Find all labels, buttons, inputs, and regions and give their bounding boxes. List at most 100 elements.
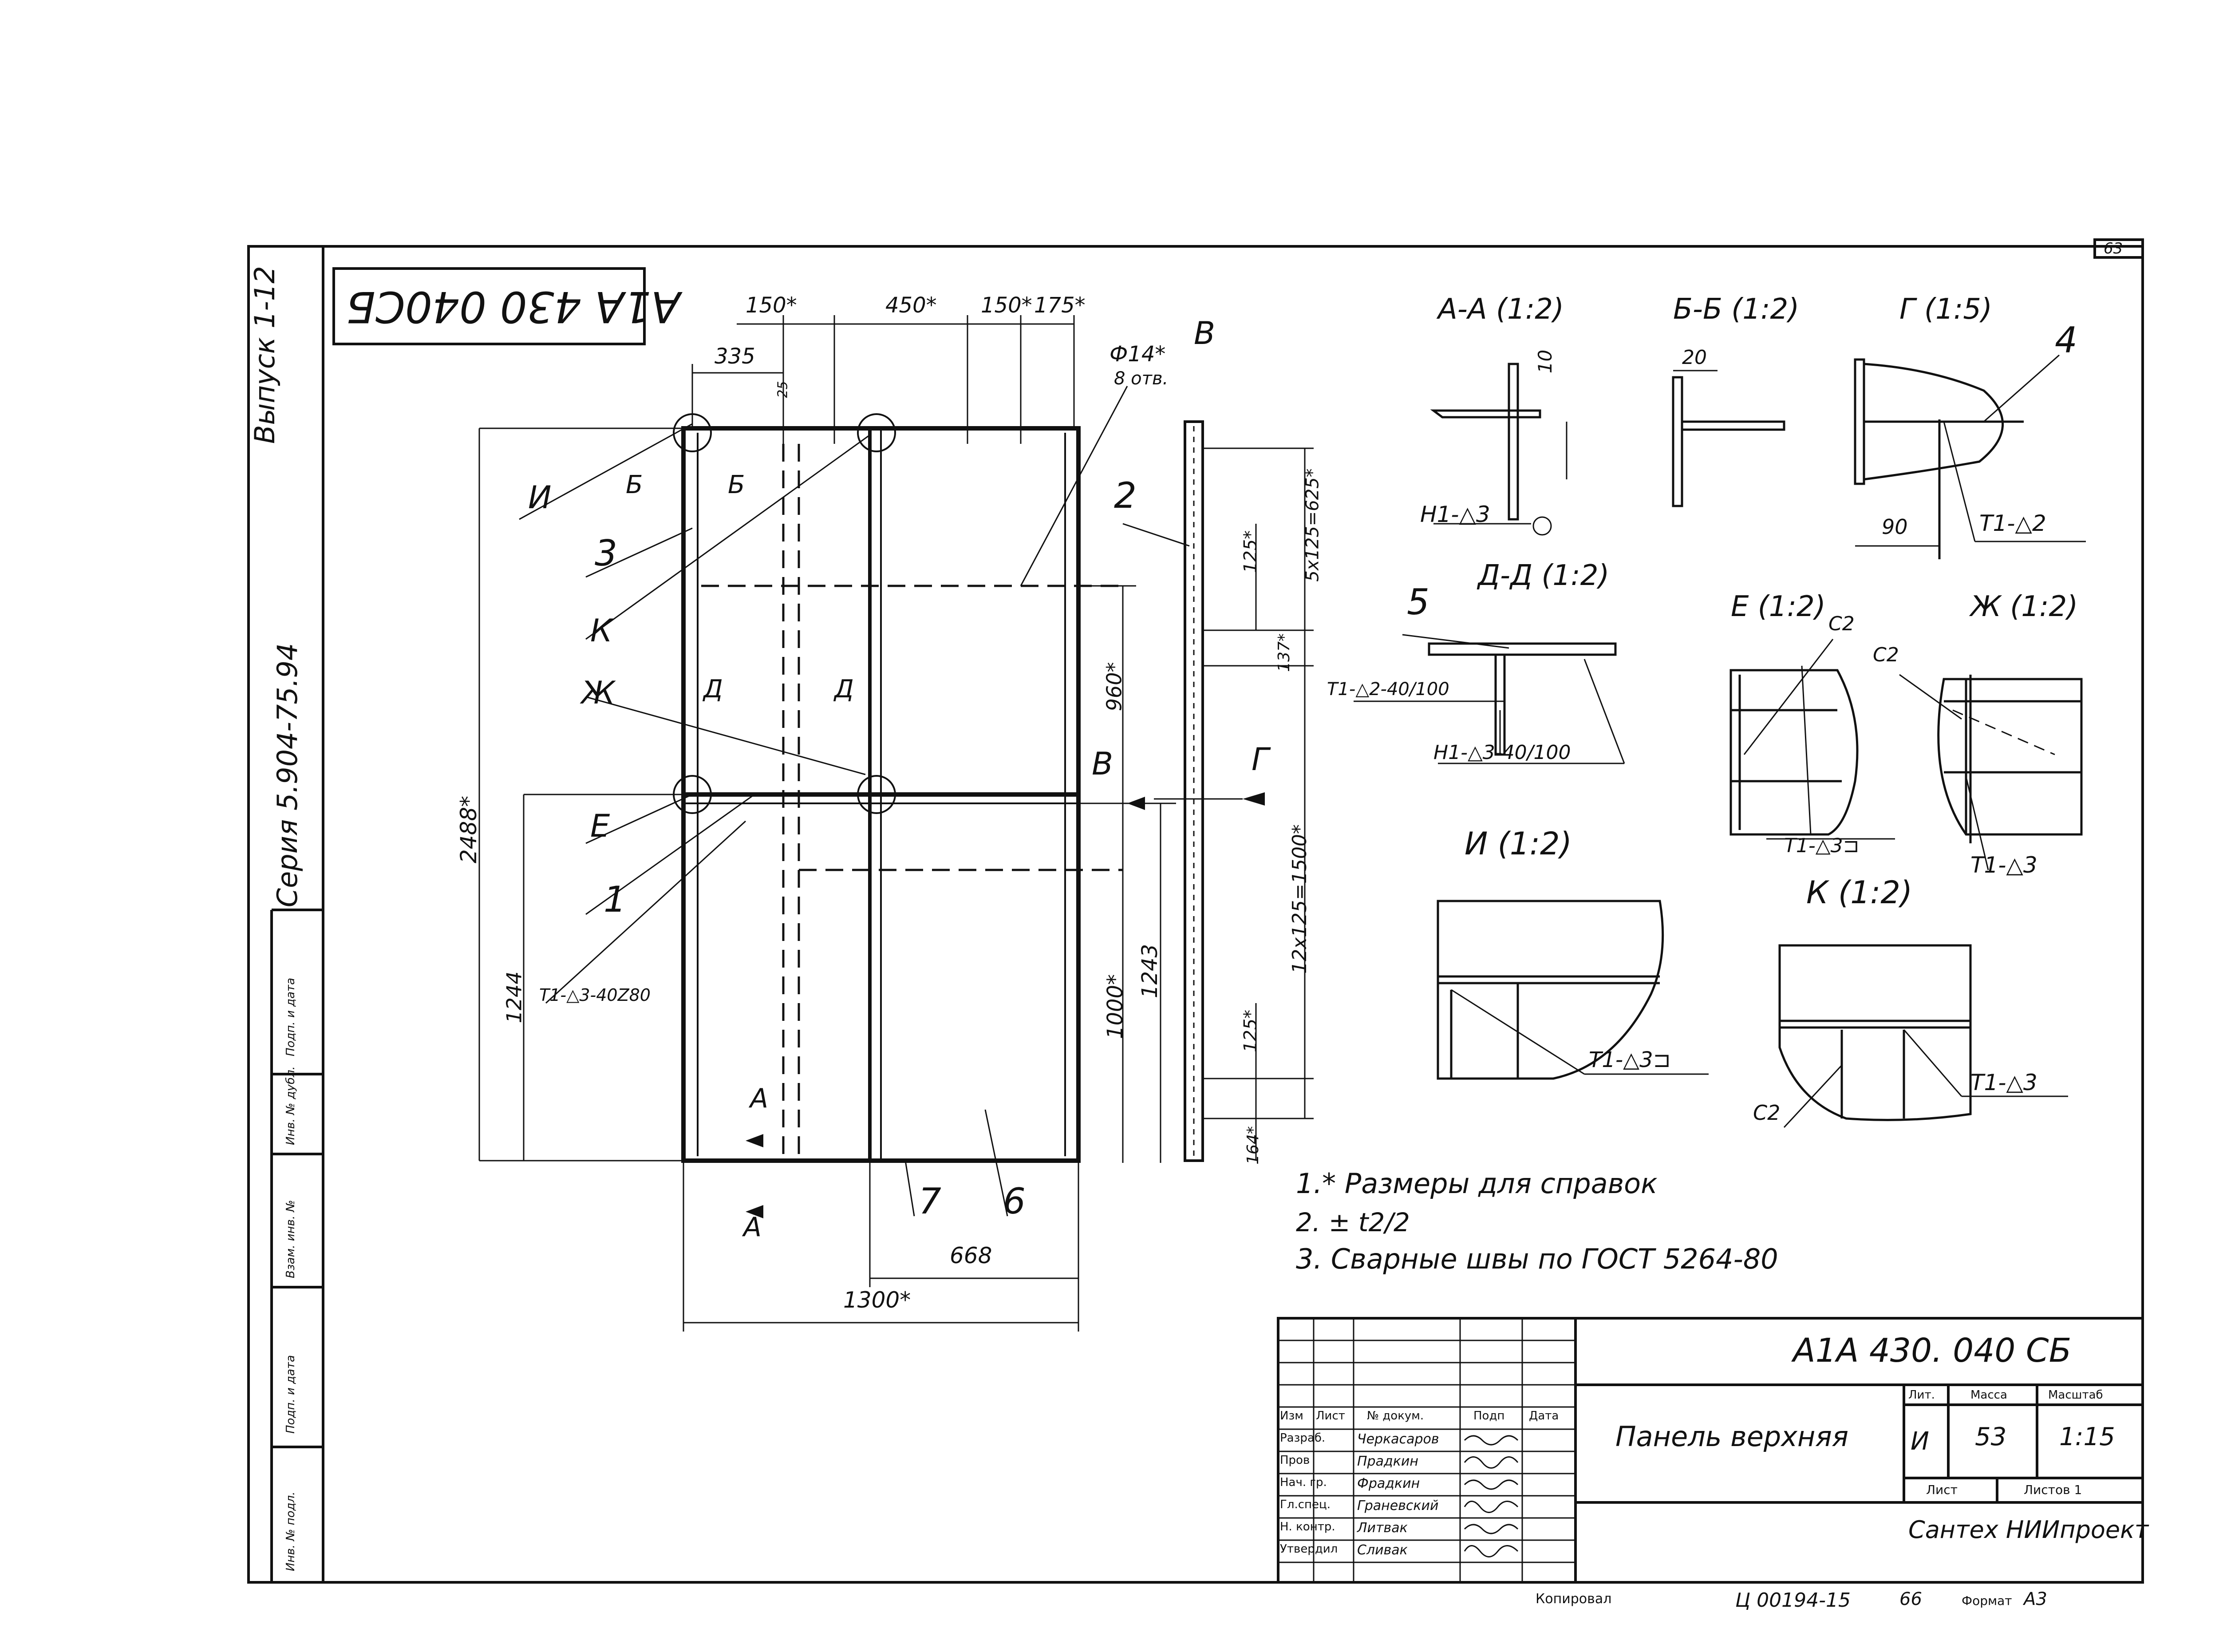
dim-5x125: 5x125=625*	[1302, 468, 1323, 582]
section-I-title: И (1:2)	[1465, 826, 1572, 862]
margin-cell-5: Инв. № подл.	[284, 1491, 297, 1571]
section-G-weld: Т1-△2	[1979, 510, 2046, 536]
holes-count: 8 отв.	[1114, 368, 1169, 389]
label-part-7: 7	[919, 1181, 941, 1222]
footer-format-label: Формат	[1962, 1593, 2012, 1608]
tb-lit-label: Лит.	[1908, 1388, 1935, 1402]
dim-125b: 125*	[1240, 1009, 1261, 1053]
tb-h-date: Дата	[1529, 1409, 1559, 1423]
footer-page: 66	[1899, 1589, 1922, 1609]
section-BB-title: Б-Б (1:2)	[1673, 293, 1800, 326]
dim-25: 25	[775, 381, 791, 398]
margin-cell-4: Подп. и дата	[284, 1355, 297, 1434]
tb-role-6: Утвердил	[1280, 1542, 1338, 1556]
tb-role-2: Пров	[1280, 1454, 1310, 1467]
tb-name: Панель верхняя	[1615, 1420, 1849, 1453]
label-part-1: 1	[604, 879, 626, 920]
tb-sheets-label: Листов 1	[2024, 1482, 2082, 1497]
hole-dim: Ф14*	[1110, 342, 1166, 367]
tb-org: Сантех НИИпроект	[1908, 1516, 2149, 1544]
footer-copied: Копировал	[1536, 1591, 1612, 1607]
dim-150a: 150*	[746, 293, 797, 318]
note-2: 2. ± t2/2	[1296, 1207, 1410, 1237]
dim-175: 175*	[1034, 293, 1086, 318]
section-DD-title: Д-Д (1:2)	[1478, 559, 1610, 592]
section-AA-weld: Н1-△3	[1420, 502, 1490, 527]
tb-mass-label: Масса	[1970, 1388, 2007, 1402]
dim-137: 137*	[1275, 633, 1293, 672]
dim-12x125: 12x125=1500*	[1288, 824, 1311, 974]
section-Zh-title: Ж (1:2)	[1970, 590, 2078, 623]
section-AA-dim: 10	[1534, 349, 1556, 374]
note-1: 1.* Размеры для справок	[1296, 1167, 1658, 1200]
label-D1: Д	[703, 675, 723, 703]
label-B-top2: Б	[728, 470, 745, 499]
label-I: И	[528, 479, 552, 516]
tb-person-3: Фрадкин	[1357, 1476, 1420, 1491]
tb-h-doc: № докум.	[1367, 1409, 1424, 1423]
drawing-code-stamp: А1А 430 040СБ	[346, 282, 680, 332]
section-G-dim: 90	[1882, 515, 1908, 539]
label-V2: В	[1092, 746, 1113, 782]
section-AA-title: А-А (1:2)	[1438, 293, 1564, 326]
tb-person-1: Черкасаров	[1357, 1431, 1439, 1447]
label-part-3: 3	[595, 533, 617, 574]
note-3: 3. Сварные швы по ГОСТ 5264-80	[1296, 1243, 1778, 1275]
tb-person-4: Граневский	[1357, 1498, 1439, 1514]
tb-scale-label: Масштаб	[2048, 1388, 2103, 1402]
issue-label: Выпуск 1-12	[249, 266, 281, 444]
weld-note-main: Т1-△3-40Z80	[539, 985, 651, 1005]
section-K-title: К (1:2)	[1806, 874, 1913, 911]
series-label: Серия 5.904-75.94	[271, 643, 304, 908]
section-DD-part: 5	[1407, 581, 1429, 623]
dim-960: 960*	[1102, 662, 1126, 711]
section-DD-weld2: Н1-△3-40/100	[1433, 741, 1571, 764]
footer-format: А3	[2024, 1589, 2047, 1609]
tb-sheet-label: Лист	[1926, 1482, 1958, 1497]
section-Zh-c2: С2	[1873, 644, 1899, 666]
tb-role-5: Н. контр.	[1280, 1520, 1335, 1533]
tb-person-6: Сливак	[1357, 1542, 1408, 1558]
label-K: К	[590, 613, 612, 649]
section-E-weld: Т1-△3⊐	[1784, 834, 1860, 857]
tb-role-4: Гл.спец.	[1280, 1498, 1331, 1511]
margin-cell-3: Взам. инв. №	[284, 1200, 297, 1278]
margin-cell-1: Подп. и дата	[284, 977, 297, 1056]
section-K-weld: Т1-△3	[1970, 1070, 2037, 1095]
tb-h-izm: Изм	[1280, 1409, 1303, 1423]
tb-h-sign: Подп	[1473, 1409, 1505, 1423]
tb-person-5: Литвак	[1357, 1520, 1408, 1536]
section-E-c2: С2	[1828, 613, 1855, 635]
section-E-title: Е (1:2)	[1731, 590, 1826, 623]
tb-scale: 1:15	[2059, 1423, 2115, 1451]
dim-335: 335	[715, 344, 755, 369]
dim-1243: 1243	[1137, 944, 1163, 999]
section-K-c2: С2	[1753, 1101, 1781, 1125]
label-G-arrow: Г	[1252, 741, 1269, 778]
margin-cell-2: Инв. № дубл.	[284, 1066, 297, 1145]
label-Zh: Ж	[581, 675, 615, 711]
section-Zh-weld: Т1-△3	[1970, 852, 2037, 878]
dim-164: 164*	[1244, 1126, 1262, 1165]
tb-h-list: Лист	[1316, 1409, 1345, 1423]
label-E: Е	[590, 808, 610, 844]
tb-mass: 53	[1975, 1423, 2007, 1451]
dim-450: 450*	[885, 293, 937, 318]
label-V1: В	[1194, 315, 1216, 352]
label-A1: А	[750, 1083, 769, 1114]
section-G-part: 4	[2055, 320, 2077, 361]
tb-person-2: Прадкин	[1357, 1454, 1418, 1469]
dim-125a: 125*	[1240, 530, 1261, 573]
label-part-6: 6	[1003, 1181, 1026, 1222]
dim-668: 668	[950, 1243, 992, 1269]
footer-inv: Ц 00194-15	[1735, 1589, 1851, 1612]
section-BB-dim: 20	[1682, 346, 1707, 369]
tb-role-1: Разраб.	[1280, 1431, 1326, 1445]
tb-code: А1А 430. 040 СБ	[1793, 1332, 2072, 1370]
dim-150b: 150*	[981, 293, 1032, 318]
label-D2: Д	[834, 675, 854, 703]
dim-1244: 1244	[502, 971, 526, 1024]
section-G-title: Г (1:5)	[1899, 293, 1992, 326]
tb-lit: И	[1911, 1427, 1929, 1456]
